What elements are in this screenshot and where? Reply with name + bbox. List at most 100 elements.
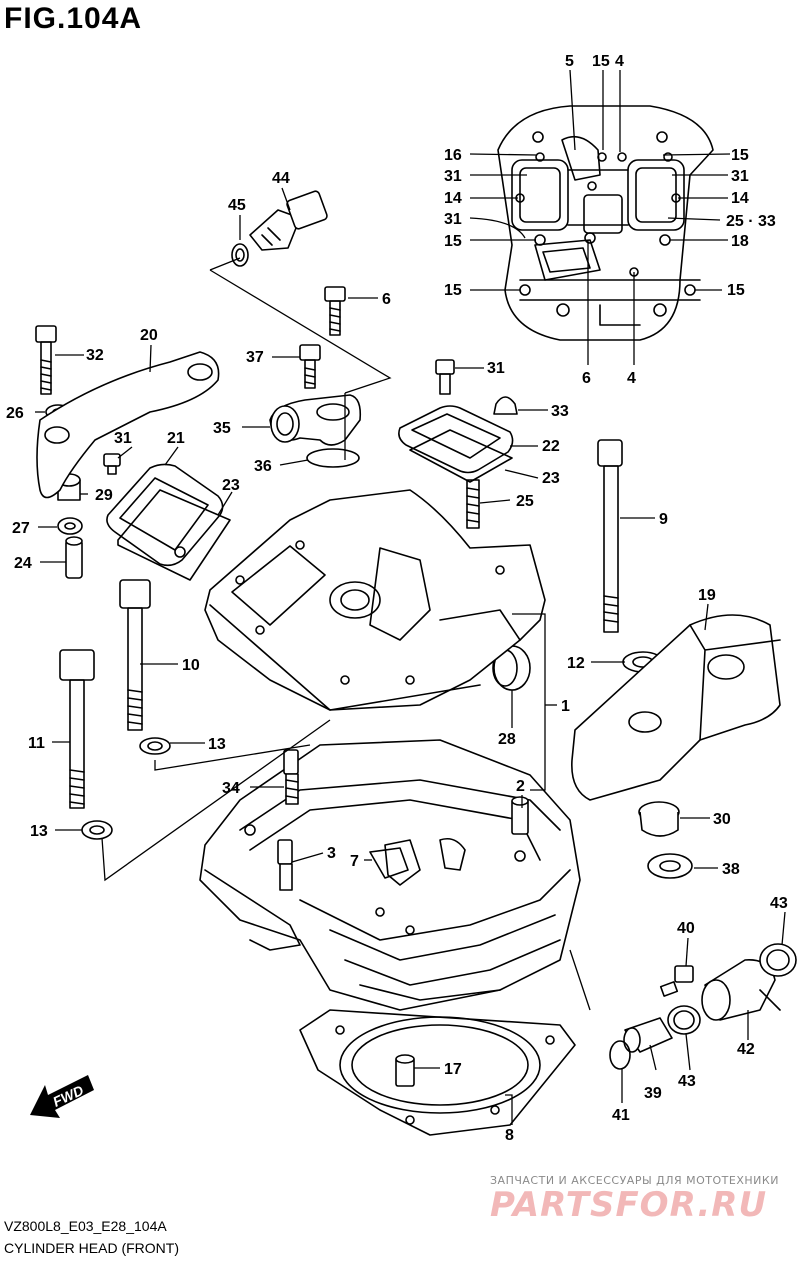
callout-42: 42 [737,1041,755,1058]
callout-39: 39 [644,1085,662,1102]
o-ring-41 [609,1040,631,1070]
callout-38: 38 [722,861,740,878]
callout-6: 6 [582,370,591,387]
callout-27: 27 [12,520,30,537]
valve-cover-21 [106,463,224,567]
callout-15: 15 [444,282,462,299]
callout-9: 9 [659,511,668,528]
callout-43: 43 [678,1073,696,1090]
callout-28: 28 [498,731,516,748]
bolt-11 [59,649,95,809]
leader-lines [35,69,786,1125]
callout-31: 31 [114,430,132,447]
callout-labels: 5 15 4 16 15 31 31 14 14 31 25 · 33 15 1… [6,53,788,1144]
callout-30: 30 [713,811,731,828]
callout-16: 16 [444,147,462,164]
callout-36: 36 [254,458,272,475]
callout-22: 22 [542,438,560,455]
callout-13: 13 [30,823,48,840]
callout-31: 31 [487,360,505,377]
callout-45: 45 [228,197,246,214]
callout-43: 43 [770,895,788,912]
callout-11: 11 [28,735,45,752]
bolt-37 [299,344,321,389]
bolt-6-upper [324,286,346,336]
callout-29: 29 [95,487,113,504]
gasket-7 [369,847,409,879]
callout-14: 14 [444,190,462,207]
sensor-washer [231,243,249,267]
callout-21: 21 [167,430,185,447]
dowel-pin-17 [395,1054,415,1087]
cylinder-head-intake-side-view [497,105,714,341]
union-39 [623,1017,673,1053]
spark-plug-34 [283,749,299,805]
callout-37: 37 [246,349,264,366]
callout-15: 15 [731,147,749,164]
spark-plug-3 [277,839,293,891]
intake-elbow-35 [269,394,362,446]
watermark-logo: PARTSFOR.RU [490,1185,767,1225]
valve-cover-22 [398,405,514,474]
washer-13-lower [81,820,113,840]
valve-cover-gasket-23-left [117,489,231,581]
callout-6: 6 [382,291,391,308]
callout-31: 31 [444,211,462,228]
cylinder-head [199,739,581,1011]
fwd-label: FWD [50,1082,86,1110]
side-cover-20 [36,351,220,499]
callout-34: 34 [222,780,240,797]
callout-14: 14 [731,190,749,207]
dowel-pin-2 [511,796,529,835]
callout-25-33: 25 · 33 [726,213,776,230]
callout-3: 3 [327,845,336,862]
callout-23: 23 [542,470,560,487]
callout-18: 18 [731,233,749,250]
stud-25 [466,479,480,529]
clamp-43-upper [759,943,797,977]
bolt-31-top [435,359,455,395]
callout-25: 25 [516,493,534,510]
head-gasket-8 [299,1009,576,1136]
callout-24: 24 [14,555,32,572]
figure-code: VZ800L8_E03_E28_104A [4,1218,167,1234]
cushion-30 [638,801,680,837]
o-ring-36 [306,448,360,468]
callout-15: 15 [592,53,610,70]
watermark: ЗАПЧАСТИ И АКСЕССУАРЫ ДЛЯ МОТОТЕХНИКИ PA… [490,1174,779,1225]
clamp-43-lower [667,1005,701,1035]
callout-31: 31 [731,168,749,185]
screw-40 [659,965,694,997]
callout-31: 31 [444,168,462,185]
intake-pipe-42 [701,959,781,1021]
figure-title: FIG.104A [4,2,143,35]
callout-44: 44 [272,170,290,187]
callout-23: 23 [222,477,240,494]
callout-5: 5 [565,53,574,70]
callout-17: 17 [444,1061,462,1078]
callout-4: 4 [627,370,636,387]
valve-cover-gasket-23-right [409,429,513,483]
watermark-caption: ЗАПЧАСТИ И АКСЕССУАРЫ ДЛЯ МОТОТЕХНИКИ [490,1174,779,1187]
callout-4: 4 [615,53,624,70]
callout-19: 19 [698,587,716,604]
washer-13-upper [139,737,171,755]
callout-33: 33 [551,403,569,420]
forward-direction-arrow: FWD [30,1075,94,1118]
callout-40: 40 [677,920,695,937]
collar-24 [65,536,83,579]
callout-8: 8 [505,1127,514,1144]
callout-2: 2 [516,778,525,795]
callout-41: 41 [612,1107,630,1124]
washer-27 [57,517,83,535]
cap-nut-33 [493,396,518,415]
bolt-9 [597,439,623,633]
bolt-31-left [103,453,121,475]
callout-7: 7 [350,853,359,870]
callout-32: 32 [86,347,104,364]
bolt-10 [119,579,151,731]
callout-1: 1 [561,698,570,715]
cushion-38 [647,853,693,879]
callout-10: 10 [182,657,200,674]
